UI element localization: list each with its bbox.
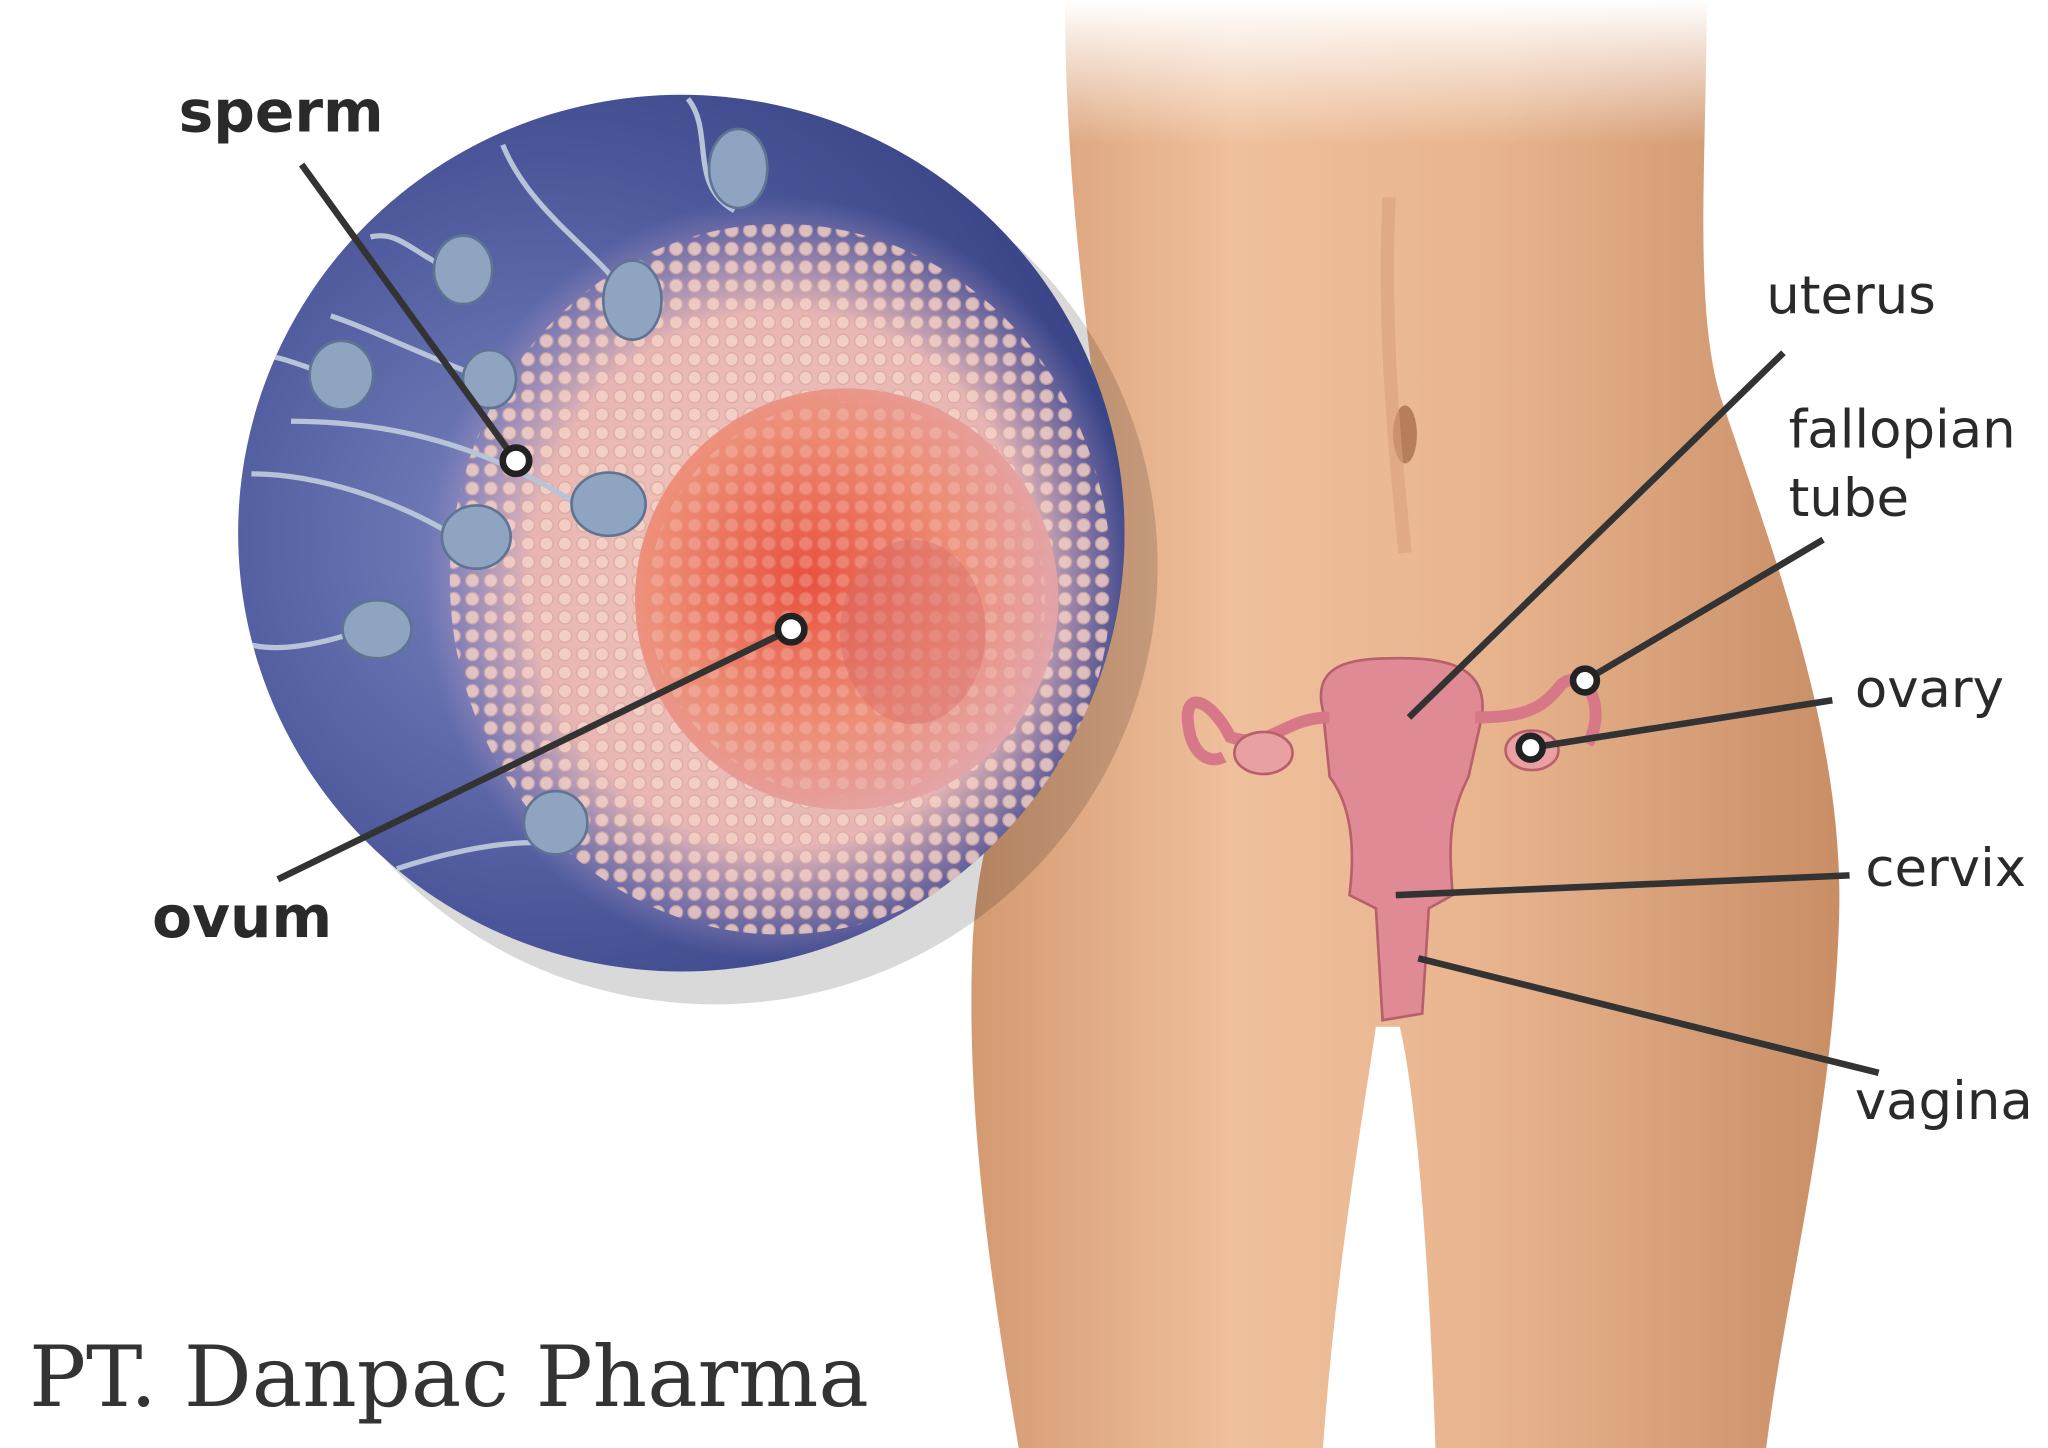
ovum-pointer: [774, 612, 808, 646]
label-vagina: vagina: [1855, 1071, 2033, 1132]
label-uterus: uterus: [1766, 265, 1936, 326]
magnified-view: [238, 94, 1158, 1005]
label-cervix: cervix: [1865, 838, 2026, 899]
left-ovary: [1233, 730, 1294, 776]
label-sperm: sperm: [179, 78, 384, 146]
sperm-cells: [250, 97, 769, 872]
label-ovary: ovary: [1855, 659, 2004, 720]
sperm-pointer: [499, 444, 533, 478]
fallopian-tube-pointer: [1569, 665, 1601, 696]
ovary-pointer: [1515, 732, 1546, 763]
leader-lines: [276, 162, 1880, 1077]
label-fallopian-tube-line1: fallopian: [1789, 400, 2016, 461]
label-ovum: ovum: [152, 883, 332, 951]
label-fallopian-tube-line2: tube: [1789, 468, 1909, 529]
uterus-illustration: [1181, 656, 1602, 1022]
watermark: PT. Danpac Pharma: [29, 1328, 869, 1426]
